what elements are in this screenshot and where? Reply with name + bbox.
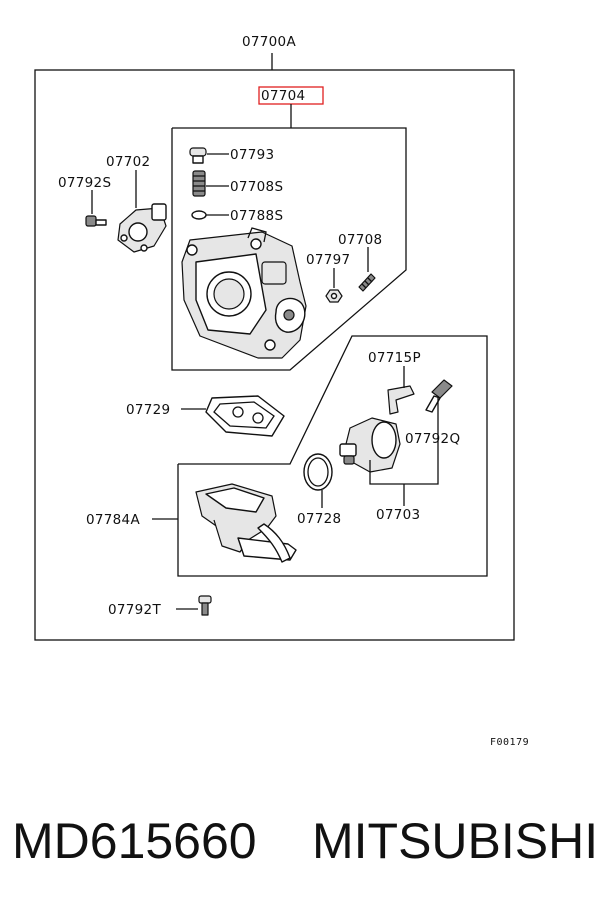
- label-07708[interactable]: 07708: [338, 232, 382, 248]
- isc-frame: [177, 335, 488, 577]
- label-07797[interactable]: 07797: [306, 252, 350, 268]
- gasket-07729[interactable]: [205, 395, 285, 437]
- nut-07797[interactable]: [325, 289, 343, 303]
- label-07792Q[interactable]: 07792Q: [405, 431, 460, 447]
- label-07708S[interactable]: 07708S: [230, 179, 283, 195]
- oring-07728-inner: [307, 457, 329, 487]
- bracket-07715P[interactable]: [387, 385, 415, 415]
- screw-07792Q[interactable]: [425, 379, 453, 413]
- label-07792S[interactable]: 07792S: [58, 175, 111, 191]
- part-number: MD615660: [12, 813, 257, 869]
- figure-code: F00179: [490, 737, 529, 748]
- label-07728[interactable]: 07728: [297, 511, 341, 527]
- label-07702[interactable]: 07702: [106, 154, 150, 170]
- label-07729[interactable]: 07729: [126, 402, 170, 418]
- label-07703[interactable]: 07703: [376, 507, 420, 523]
- sensor-07702[interactable]: [117, 203, 167, 253]
- throttle-body-frame: [171, 127, 407, 371]
- isc-valve-07703[interactable]: [339, 417, 401, 473]
- housing-07784A[interactable]: [195, 483, 297, 563]
- cap-07793[interactable]: [189, 147, 207, 164]
- screw-07708[interactable]: [358, 273, 376, 292]
- label-07700A[interactable]: 07700A: [242, 34, 296, 50]
- label-07792T[interactable]: 07792T: [108, 602, 161, 618]
- screw-07792S[interactable]: [85, 215, 107, 227]
- screw-07792T[interactable]: [198, 595, 212, 616]
- outer-frame: [34, 69, 515, 641]
- label-07788S[interactable]: 07788S: [230, 208, 283, 224]
- brand-name: MITSUBISHI: [312, 813, 599, 869]
- label-07704[interactable]: 07704: [261, 88, 305, 104]
- screw-07708S[interactable]: [192, 170, 206, 197]
- label-07715P[interactable]: 07715P: [368, 350, 421, 366]
- oring-07788S[interactable]: [191, 210, 207, 220]
- label-07793[interactable]: 07793: [230, 147, 274, 163]
- label-07784A[interactable]: 07784A: [86, 512, 140, 528]
- throttle-body[interactable]: [181, 227, 307, 359]
